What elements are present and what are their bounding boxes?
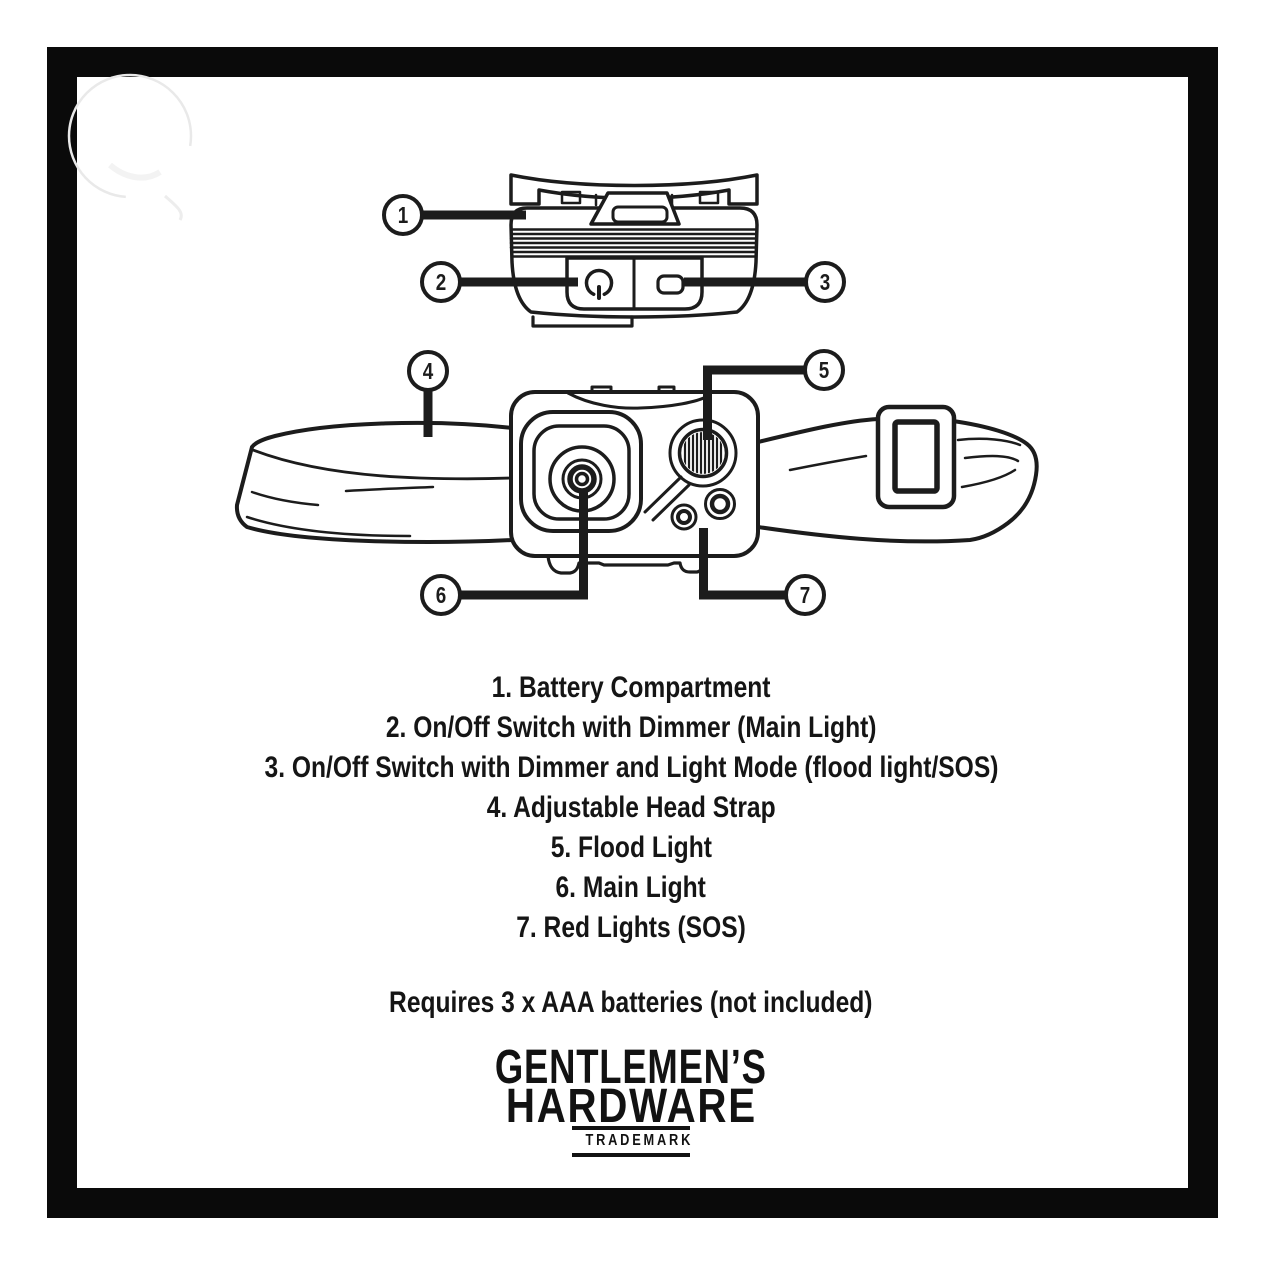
- callout-leader-lines: [422, 210, 807, 600]
- callout-marker-1: [382, 194, 424, 236]
- callout-number-5: 5: [818, 356, 830, 383]
- parts-list-item: 7. Red Lights (SOS): [516, 911, 746, 944]
- callout-marker-3: [804, 261, 846, 303]
- power-switch-icon: [584, 268, 614, 300]
- callout-marker-5: [803, 349, 845, 391]
- brand-name-line1: GENTLEMEN’S: [495, 1041, 767, 1094]
- parts-list-item: 5. Flood Light: [550, 831, 712, 864]
- parts-list: 1. Battery Compartment 2. On/Off Switch …: [0, 668, 1262, 948]
- body-top-bevel: [566, 391, 710, 410]
- callout-marker-6: [420, 574, 462, 616]
- top-view-foot: [531, 315, 634, 328]
- callout-number-1: 1: [397, 201, 409, 228]
- callout-number-7: 7: [799, 581, 811, 608]
- callout-marker-2: [420, 261, 462, 303]
- battery-note: Requires 3 x AAA batteries (not included…: [389, 986, 873, 1019]
- mount-bracket: [509, 173, 759, 206]
- brand-trademark: TRADEMARK: [572, 1126, 690, 1157]
- leader-5: [703, 365, 807, 440]
- callout-marker-7: [784, 574, 826, 616]
- parts-list-item: 6. Main Light: [555, 871, 707, 904]
- battery-compartment-ridges: [509, 228, 758, 258]
- parts-list-item: 3. On/Off Switch with Dimmer and Light M…: [264, 751, 998, 784]
- sticker-ghost-circle: [67, 73, 193, 221]
- mode-button-icon: [656, 274, 685, 295]
- callout-number-2: 2: [435, 268, 447, 295]
- parts-list-item: 4. Adjustable Head Strap: [486, 791, 776, 824]
- bracket-slot-left: [560, 190, 582, 205]
- callout-number-6: 6: [435, 581, 447, 608]
- brand-name-line2: HARDWARE: [505, 1080, 757, 1133]
- parts-list-item: 1. Battery Compartment: [491, 671, 771, 704]
- front-view-foot: [546, 554, 709, 575]
- headlamp-front-view: [234, 385, 1039, 575]
- body-crease-lines: [643, 475, 691, 522]
- callout-number-4: 4: [422, 357, 434, 384]
- callout-markers: [382, 194, 846, 616]
- leader-7: [699, 528, 788, 600]
- mount-clip-window: [611, 205, 669, 224]
- leader-6: [458, 492, 588, 600]
- body-top-tabs: [590, 385, 676, 393]
- bracket-slot-right: [698, 190, 720, 205]
- callout-marker-4: [407, 350, 449, 392]
- strap-buckle: [875, 404, 957, 510]
- headlamp-top-view: [509, 173, 759, 328]
- callout-number-3: 3: [819, 268, 831, 295]
- parts-list-item: 2. On/Off Switch with Dimmer (Main Light…: [385, 711, 877, 744]
- head-strap-left: [234, 420, 514, 544]
- red-lights: [670, 488, 736, 531]
